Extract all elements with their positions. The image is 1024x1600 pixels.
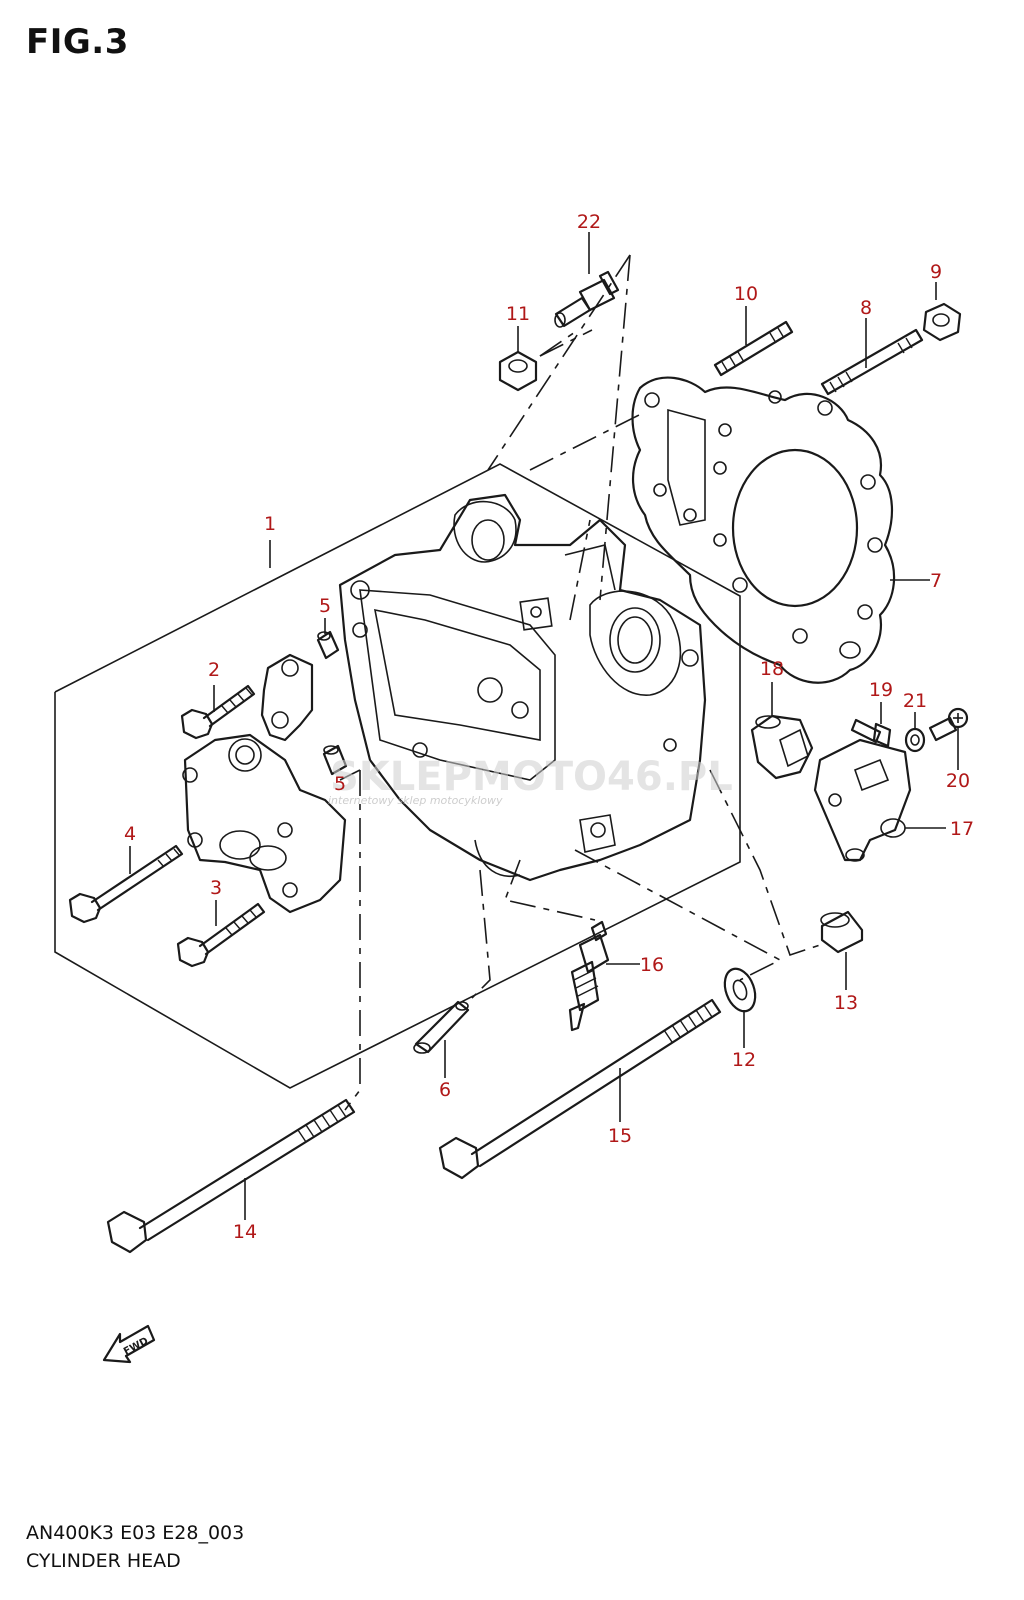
bolt-2 <box>180 684 256 740</box>
stud-10 <box>713 320 794 377</box>
dowel-pin-5b <box>322 744 348 776</box>
nut-11 <box>498 350 538 392</box>
assembly-lines <box>339 254 821 1111</box>
union-22 <box>554 270 620 328</box>
callout-6: 6 <box>439 1079 451 1101</box>
bolt-4 <box>68 844 184 924</box>
callout-3: 3 <box>210 877 222 899</box>
watermark-subtext: internetowy sklep motocyklowy <box>328 794 503 807</box>
washer-12 <box>723 967 757 1013</box>
head-gasket-7 <box>631 376 896 684</box>
cylinder-head <box>338 493 707 882</box>
callout-16: 16 <box>640 954 664 976</box>
callout-12: 12 <box>732 1049 756 1071</box>
bolt-3 <box>176 902 266 968</box>
watermark-text: SKLEPMOTO46.PL <box>330 754 733 800</box>
assembly-frame <box>54 463 741 1089</box>
dowel-pin-5a <box>316 630 340 660</box>
callout-13: 13 <box>834 992 858 1014</box>
callout-labels: 1 2 3 4 5 5 6 7 8 9 10 11 12 13 14 15 16… <box>124 211 974 1243</box>
screw-19 <box>850 718 892 748</box>
callout-18: 18 <box>760 658 784 680</box>
callout-5b: 5 <box>334 773 346 795</box>
callout-22: 22 <box>577 211 601 233</box>
callout-2: 2 <box>208 659 220 681</box>
callout-19: 19 <box>869 679 893 701</box>
callout-8: 8 <box>860 297 872 319</box>
callout-9: 9 <box>930 261 942 283</box>
figure-title: FIG.3 <box>26 22 129 62</box>
callout-7: 7 <box>930 570 942 592</box>
callout-11: 11 <box>506 303 530 325</box>
pin-6 <box>413 1000 470 1054</box>
callout-1: 1 <box>264 513 276 535</box>
screw-20 <box>928 707 969 742</box>
callout-17: 17 <box>950 818 974 840</box>
callout-5a: 5 <box>319 595 331 617</box>
thermostat-housing-17 <box>813 738 912 862</box>
model-code: AN400K3 E03 E28_003 <box>26 1522 245 1544</box>
callout-21: 21 <box>903 690 927 712</box>
callout-15: 15 <box>608 1125 632 1147</box>
cam-holder-large <box>182 733 347 914</box>
callout-14: 14 <box>233 1221 257 1243</box>
callout-4: 4 <box>124 823 136 845</box>
figure-caption: CYLINDER HEAD <box>26 1550 181 1572</box>
bolt-15 <box>438 998 722 1180</box>
spark-plug-16 <box>568 920 610 1032</box>
leaders <box>129 232 959 1220</box>
bolt-14 <box>106 1098 356 1254</box>
callout-20: 20 <box>946 770 970 792</box>
nut-9 <box>922 302 962 342</box>
callout-10: 10 <box>734 283 758 305</box>
fwd-arrow-icon: FWD <box>102 1324 156 1364</box>
thermostat-18 <box>750 714 814 780</box>
collar-13 <box>820 910 864 954</box>
cam-holder-small <box>260 653 314 742</box>
washer-21 <box>904 727 926 753</box>
stud-8 <box>820 328 924 396</box>
